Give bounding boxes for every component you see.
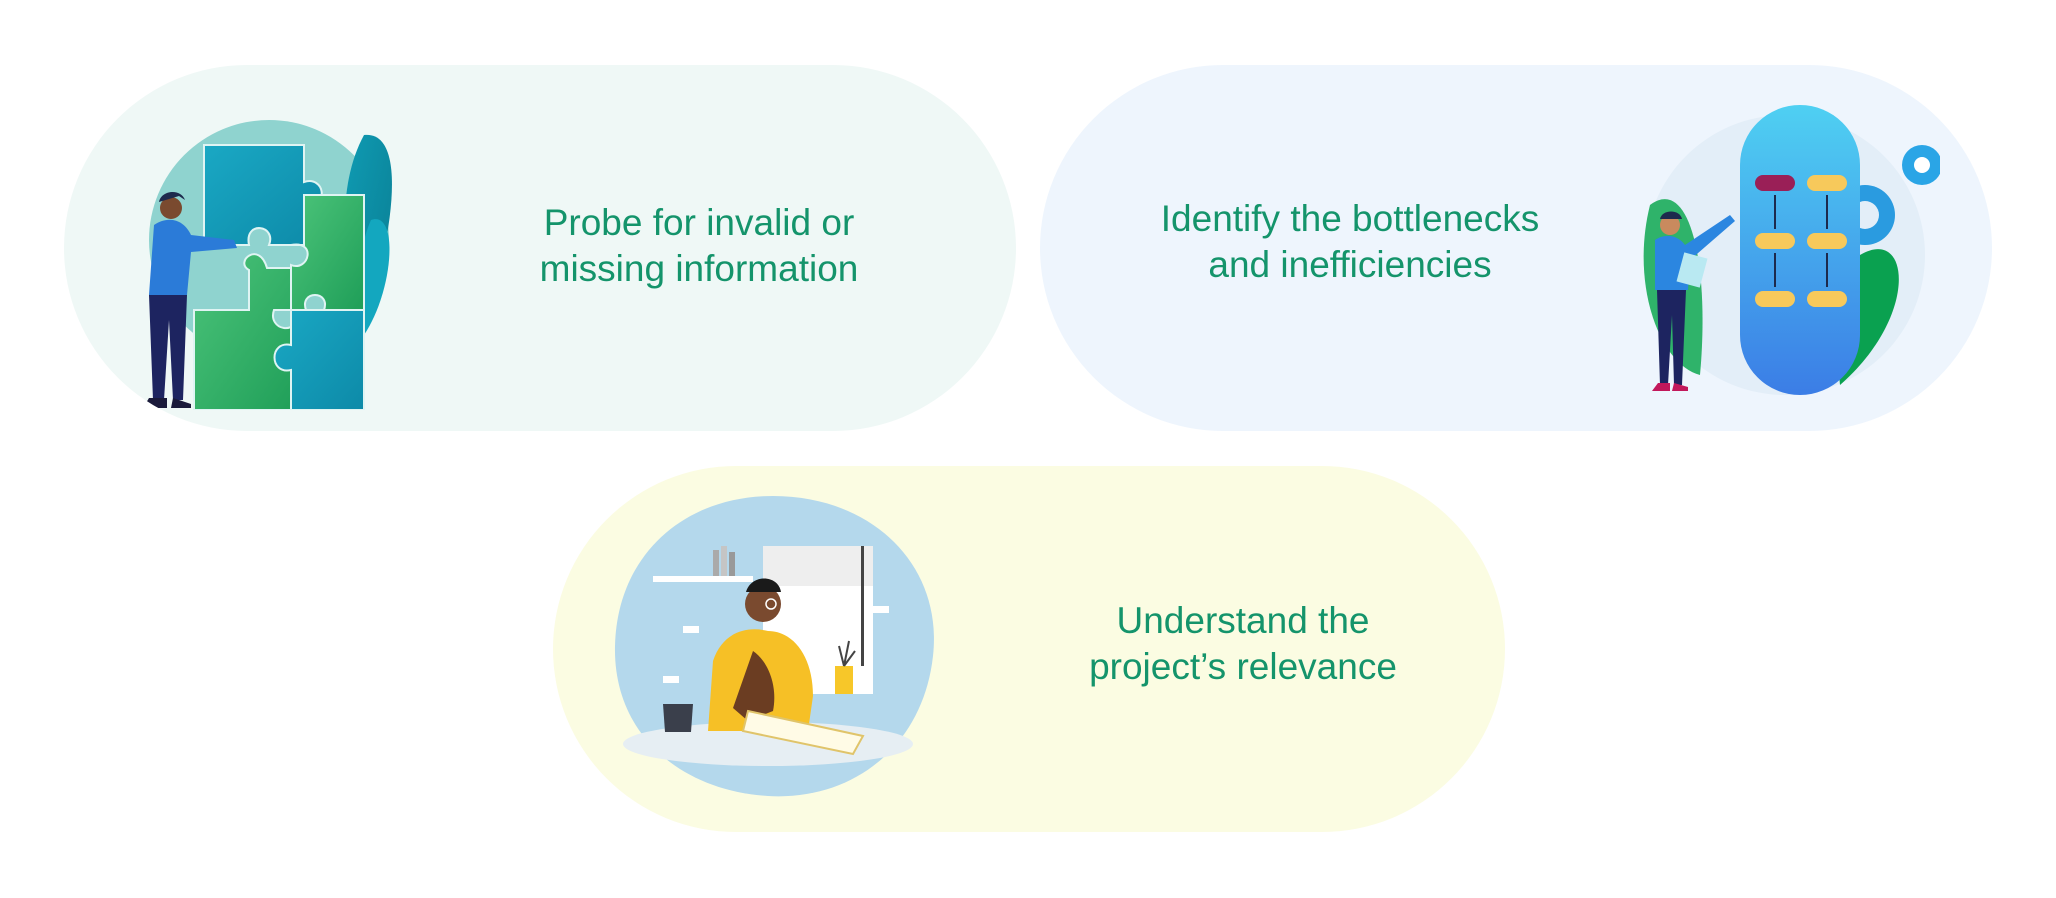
card-text: Identify the bottlenecks and inefficienc…: [1090, 196, 1610, 288]
thinking-person-illustration-icon: [614, 496, 934, 797]
card-text-line2: and inefficiencies: [1208, 244, 1492, 285]
card-text: Probe for invalid or missing information: [484, 200, 914, 292]
card-text: Understand the project’s relevance: [1023, 598, 1463, 690]
card-probe-information: Probe for invalid or missing information: [64, 65, 1016, 431]
card-text-line1: Identify the bottlenecks: [1160, 198, 1540, 239]
card-text-line2: missing information: [539, 248, 859, 289]
workflow-illustration-icon: [1643, 105, 1940, 395]
card-understand-relevance: Understand the project’s relevance: [553, 466, 1505, 832]
card-text-line2: project’s relevance: [1089, 646, 1397, 687]
card-text-line1: Probe for invalid or: [543, 202, 855, 243]
card-identify-bottlenecks: Identify the bottlenecks and inefficienc…: [1040, 65, 1992, 431]
puzzle-illustration-icon: [143, 120, 392, 410]
card-text-line1: Understand the: [1116, 600, 1370, 641]
